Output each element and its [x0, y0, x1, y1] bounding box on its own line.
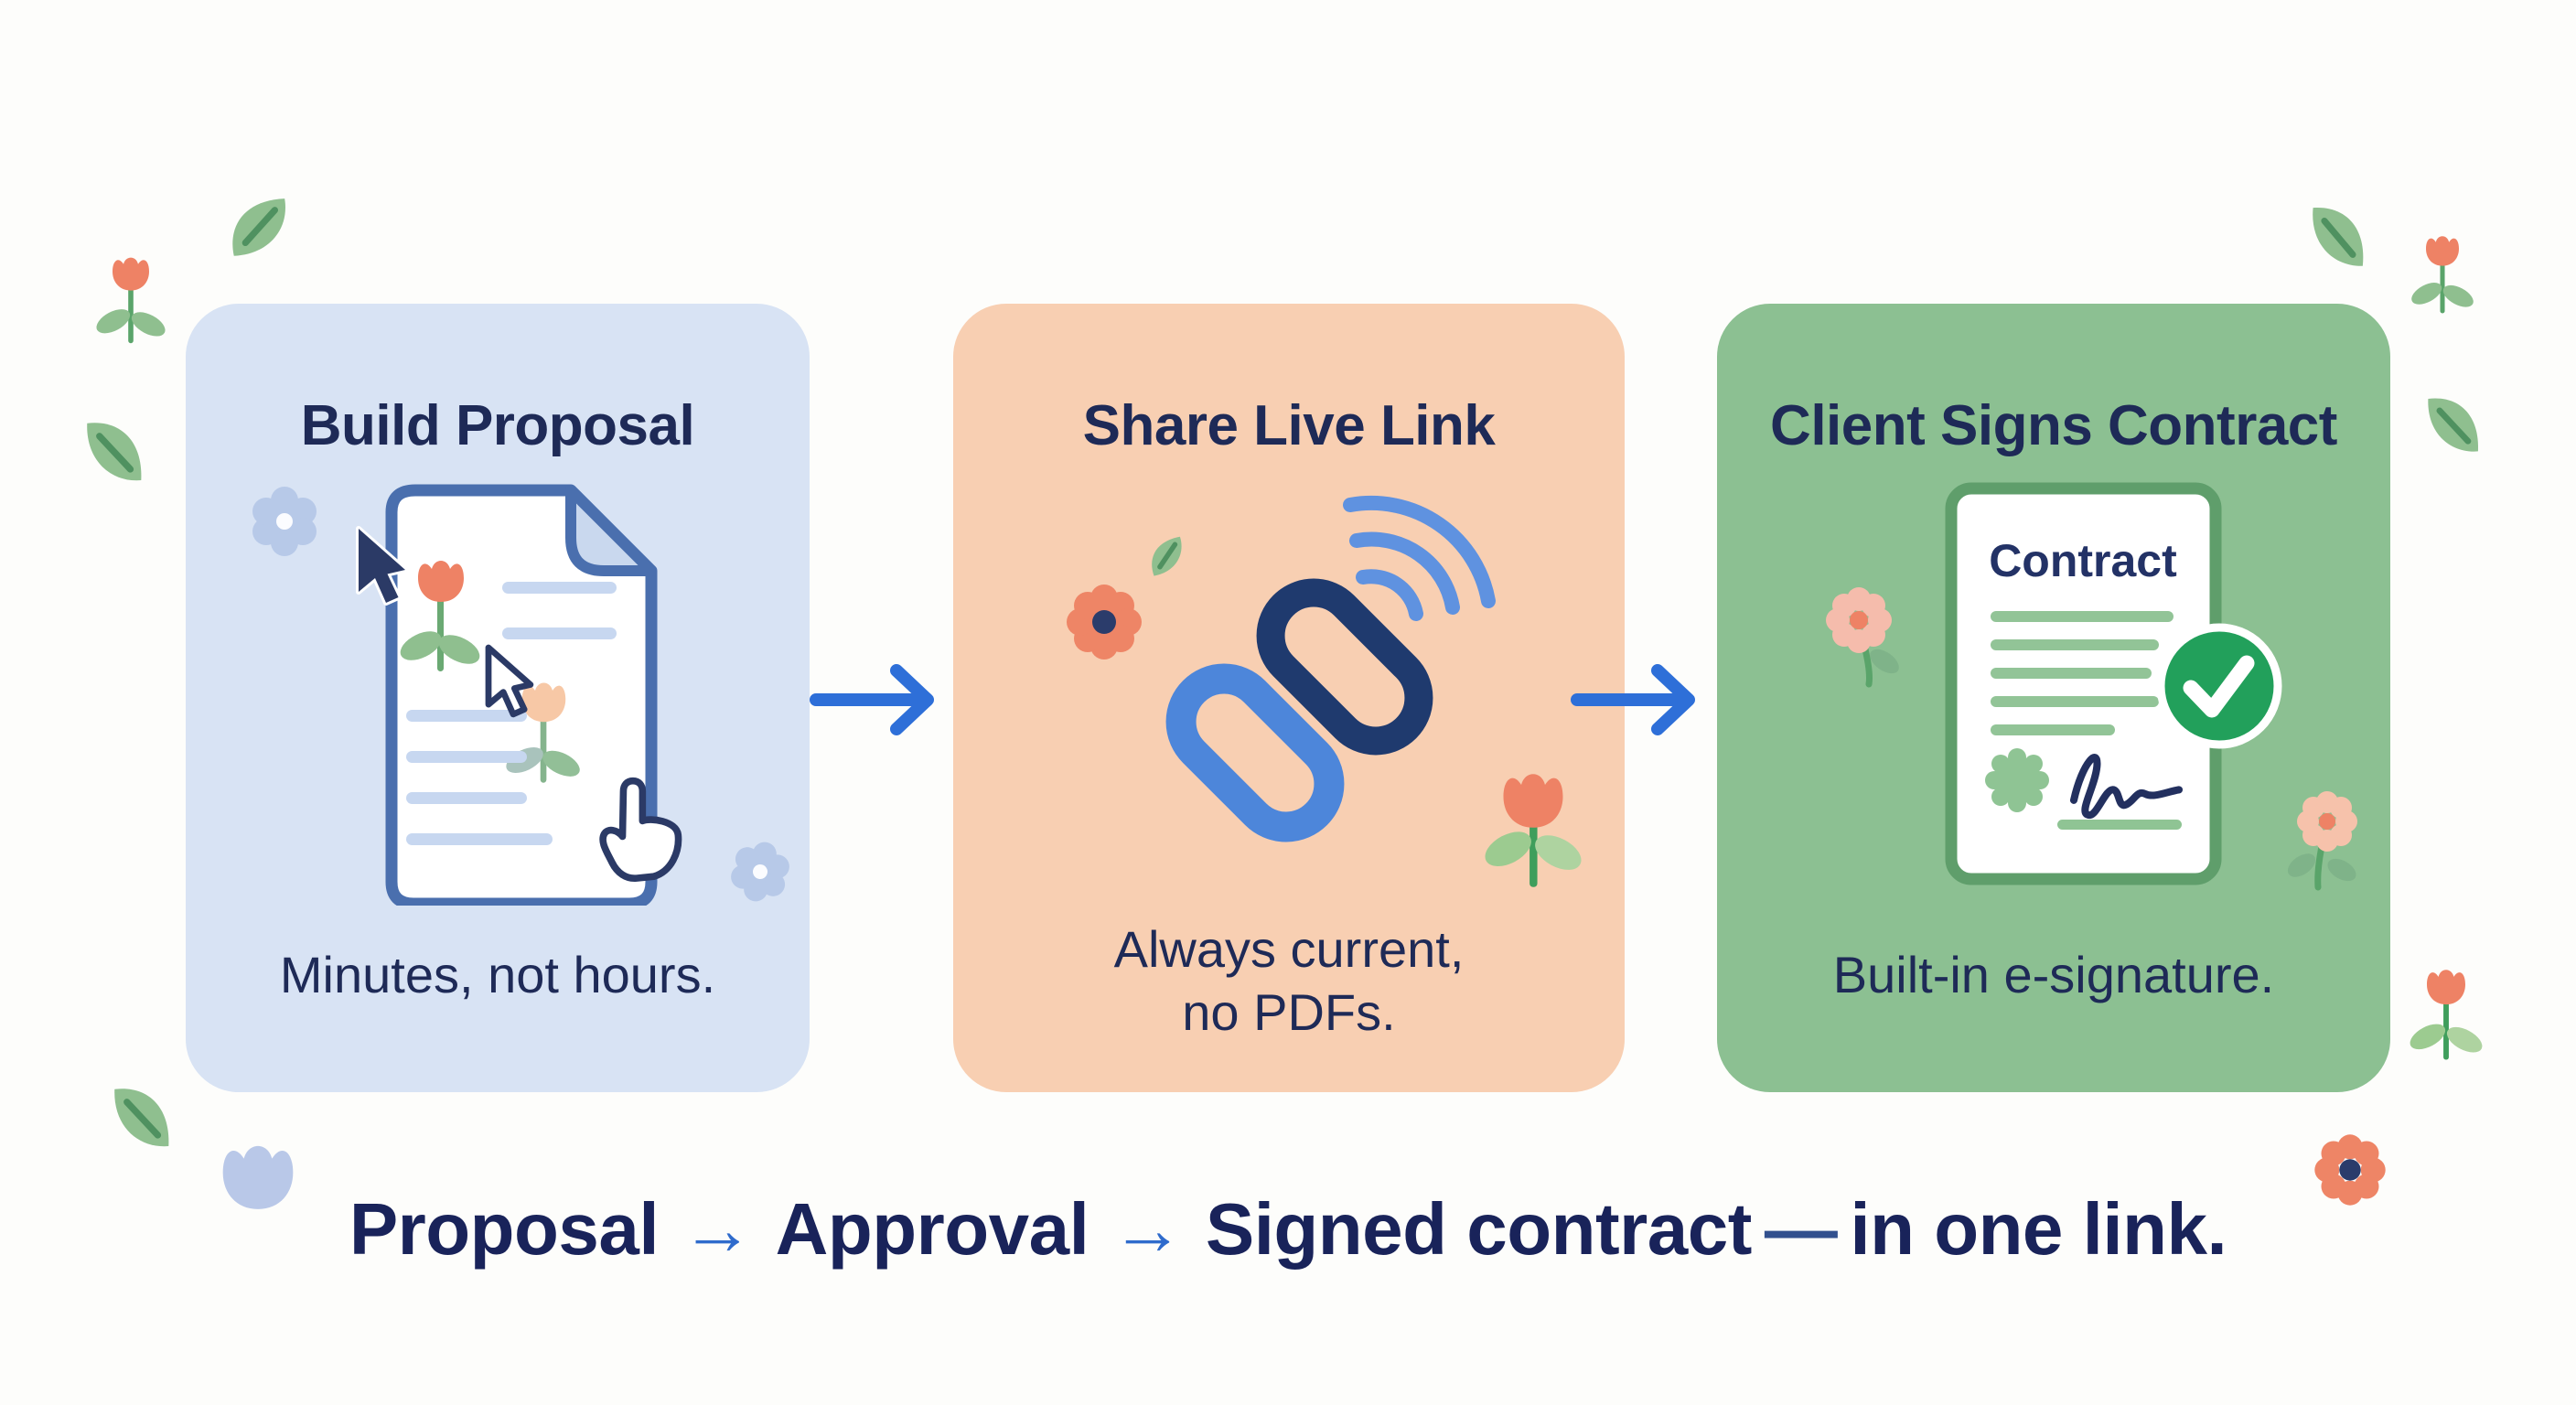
step-title: Build Proposal [300, 394, 695, 457]
dash-glyph: — [1764, 1188, 1838, 1270]
tulip-bud-icon [222, 1145, 294, 1209]
seal-icon [1985, 748, 2049, 813]
wifi-waves-icon [1343, 496, 1496, 622]
doc-text-line [406, 751, 527, 764]
cursor-outline-icon [485, 644, 534, 718]
arrow-glyph: → [1111, 1188, 1184, 1270]
summary-headline: Proposal → Approval → Signed contract—in one… [0, 1187, 2576, 1271]
signed-contract-icon: Contract [1826, 482, 2357, 891]
step-card-share-live-link: Share Live Link [953, 304, 1625, 1092]
tulip-icon [1485, 774, 1582, 887]
daisy-flower-icon [2314, 1134, 2386, 1206]
step-subtitle: Built-in e-signature. [1832, 946, 2275, 1004]
step-subtitle: Minutes, not hours. [279, 946, 716, 1004]
chain-link-icon [1165, 578, 1433, 842]
contract-text-line [1991, 668, 2152, 680]
contract-text-line [1991, 724, 2115, 736]
pale-tulip-icon [506, 682, 580, 783]
hand-pointer-icon [599, 778, 682, 883]
signature-icon [2069, 754, 2184, 820]
doc-text-line [406, 710, 527, 723]
headline-word: in one link. [1850, 1188, 2227, 1270]
headline-word: Approval [775, 1188, 1089, 1270]
live-link-icon [1067, 496, 1582, 887]
step-card-client-signs-contract: Client Signs Contract Contract [1717, 304, 2390, 1092]
headline-word: Proposal [349, 1188, 660, 1270]
check-badge-icon [2156, 623, 2282, 749]
doc-text-line [406, 833, 553, 846]
contract-text-line [1991, 639, 2159, 651]
blue-flower-icon [731, 842, 789, 902]
peach-flower-icon [2287, 791, 2357, 891]
step-title: Share Live Link [1082, 394, 1496, 457]
doc-text-line [406, 792, 527, 805]
leaf-icon [232, 198, 285, 256]
contract-text-line [1991, 611, 2174, 623]
step-title: Client Signs Contract [1770, 394, 2337, 457]
leaf-icon [87, 423, 142, 481]
contract-label: Contract [1989, 535, 2177, 586]
flow-arrow-1 [810, 664, 934, 735]
leaf-icon [114, 1089, 169, 1147]
cursor-arrow-icon [356, 526, 408, 606]
flow-arrow-2 [1571, 664, 1695, 735]
signature-line [2057, 820, 2182, 831]
step-card-build-proposal: Build Proposal [186, 304, 810, 1092]
leaf-icon [2428, 398, 2478, 452]
headline-word: Signed contract [1205, 1188, 1753, 1270]
leaf-icon [1152, 536, 1182, 576]
contract-text-line [1991, 696, 2159, 708]
proposal-document-icon [252, 484, 789, 906]
tulip-icon [400, 561, 480, 672]
leaf-icon [2313, 208, 2364, 266]
daisy-flower-icon [1067, 585, 1142, 660]
arrow-glyph: → [681, 1188, 754, 1270]
tulip-icon [2410, 970, 2483, 1060]
doc-text-line [502, 582, 617, 595]
step-subtitle: Always current, no PDFs. [1113, 920, 1465, 1041]
tulip-icon [2411, 236, 2474, 314]
blue-flower-icon [252, 487, 317, 557]
doc-text-line [502, 627, 617, 640]
tulip-icon [96, 257, 166, 344]
pink-flower-icon [1826, 587, 1899, 688]
